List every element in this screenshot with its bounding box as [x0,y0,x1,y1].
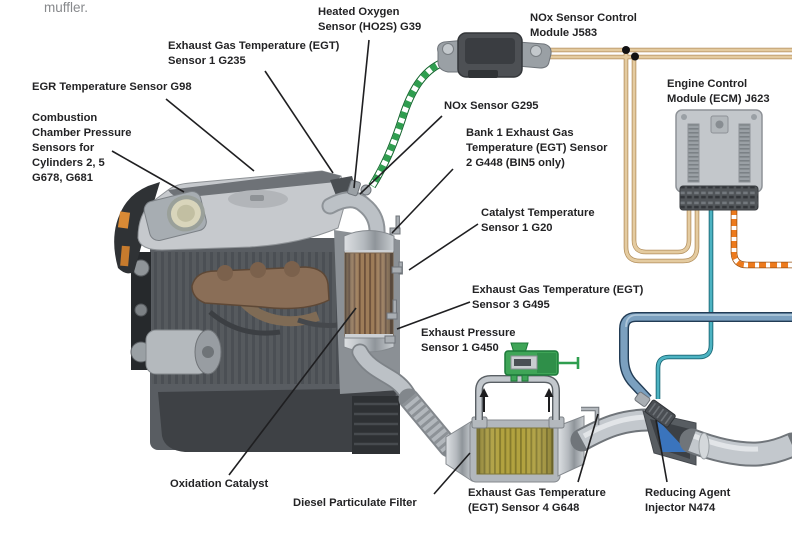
label-line: Oxidation Catalyst [170,478,269,490]
label-line: Sensor 1 G450 [421,342,499,354]
label-line: Exhaust Gas Temperature (EGT) [168,40,340,52]
label-catalyst-temp-sensor: Catalyst Temperature Sensor 1 G20 [481,206,595,236]
label-line: (EGT) Sensor 4 G648 [468,502,580,514]
exhaust-system [321,179,792,483]
label-line: Sensor (HO2S) G39 [318,21,422,33]
label-line: G678, G681 [32,172,93,184]
teal-injector-wire [655,208,714,399]
flex-pipe [398,388,460,458]
label-line: Sensor 3 G495 [472,299,550,311]
leader-lines [111,39,668,495]
label-nox-sensor-g295: NOx Sensor G295 [444,99,539,114]
label-line: Exhaust Gas Temperature (EGT) [472,284,644,296]
label-line: EGR Temperature Sensor G98 [32,81,192,93]
label-line: Exhaust Pressure [421,327,516,339]
flow-arrow-up [479,388,554,412]
nox-sensor [360,184,372,196]
label-combustion-chamber-sensors: Combustion Chamber Pressure Sensors for … [32,111,132,186]
label-line: Diesel Particulate Filter [293,497,417,509]
label-egt-sensor-1: Exhaust Gas Temperature (EGT) Sensor 1 G… [168,39,339,69]
intake-throttle [143,190,207,241]
green-ho2s-cable [368,57,449,189]
label-line: Reducing Agent [645,487,731,499]
label-line: 2 G448 (BIN5 only) [466,157,565,169]
exhaust-pressure-sensor-icon [504,342,580,382]
intro-text-muffler: muffler. [44,0,89,15]
label-ecm: Engine Control Module (ECM) J623 [667,77,770,107]
label-line: Module (ECM) J623 [667,93,770,105]
label-heated-oxygen-sensor: Heated Oxygen Sensor (HO2S) G39 [318,5,421,35]
label-exhaust-pressure-sensor: Exhaust Pressure Sensor 1 G450 [421,326,516,356]
label-line: Module J583 [530,27,598,39]
label-reducing-agent-injector: Reducing Agent Injector N474 [645,486,730,516]
label-line: Sensors for [32,142,95,154]
label-line: Chamber Pressure [32,127,132,139]
label-line: Temperature (EGT) Sensor [466,142,608,154]
label-line: Injector N474 [645,502,716,514]
label-line: NOx Sensor G295 [444,100,539,112]
label-line: Cylinders 2, 5 [32,157,105,169]
diesel-particulate-filter-canister [469,419,561,483]
reducing-agent-line [619,312,792,403]
label-line: Exhaust Gas Temperature [468,487,606,499]
orange-bracket [117,211,131,229]
label-egt-sensor-2: Bank 1 Exhaust Gas Temperature (EGT) Sen… [466,126,608,171]
orange-dashed-wire [730,208,792,269]
oxidation-catalyst-canister [343,230,395,353]
label-egt-sensor-4: Exhaust Gas Temperature (EGT) Sensor 4 G… [468,486,606,516]
label-line: Sensor 1 G235 [168,55,246,67]
label-line: NOx Sensor Control [530,12,637,24]
label-egt-sensor-3: Exhaust Gas Temperature (EGT) Sensor 3 G… [472,283,643,313]
label-line: Catalyst Temperature [481,207,595,219]
label-oxidation-catalyst: Oxidation Catalyst [170,477,268,492]
label-line: Sensor 1 G20 [481,222,553,234]
wire-junction-dots [622,46,639,61]
label-line: Bank 1 Exhaust Gas [466,127,574,139]
label-line: Combustion [32,112,98,124]
label-line: Engine Control [667,78,748,90]
label-nox-control-module: NOx Sensor Control Module J583 [530,11,637,41]
reducing-agent-injector [634,391,676,428]
nox-sensor-control-module [437,32,552,78]
pipe-clamp-ring [698,432,710,460]
label-diesel-particulate-filter: Diesel Particulate Filter [293,496,417,511]
label-line: Heated Oxygen [318,6,400,18]
label-egr-temperature-sensor: EGR Temperature Sensor G98 [32,80,192,95]
wiring-harness [368,47,792,403]
engine-control-module [675,109,763,211]
tan-can-bus-wires [548,47,792,264]
